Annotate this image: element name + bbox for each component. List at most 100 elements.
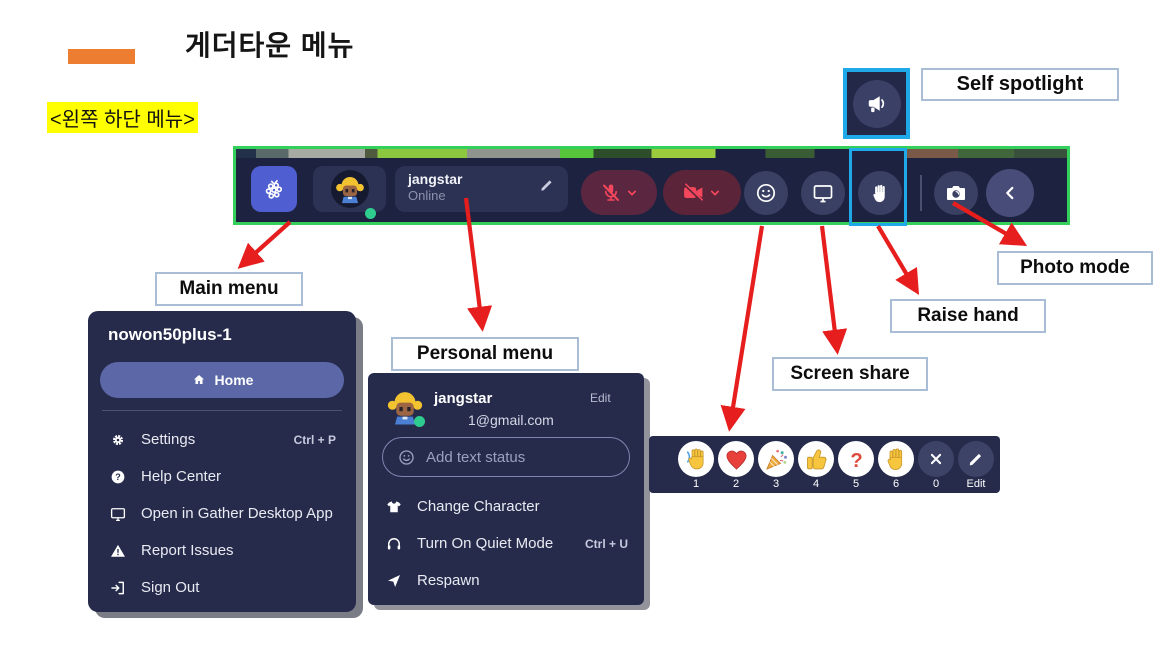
- emote-button[interactable]: [744, 171, 788, 215]
- mic-off-icon: [599, 181, 623, 205]
- chevron-down-icon[interactable]: [624, 185, 640, 201]
- menu-item-change-character[interactable]: Change Character: [384, 488, 628, 525]
- shirt-icon: [384, 498, 404, 516]
- menu-item-label: Respawn: [417, 572, 480, 589]
- emote-slot-heart[interactable]: 2: [717, 436, 755, 493]
- online-status-dot: [414, 416, 425, 427]
- gather-bottom-toolbar: jangstar Online: [233, 146, 1070, 226]
- gear-icon: [108, 431, 128, 449]
- menu-divider: [102, 410, 342, 411]
- svg-text:?: ?: [850, 449, 862, 471]
- personal-email: 1@gmail.com: [468, 412, 554, 428]
- menu-item-label: Help Center: [141, 468, 222, 485]
- menu-item-report-issues[interactable]: Report Issues: [108, 532, 336, 569]
- collapse-toolbar-button[interactable]: [986, 169, 1034, 217]
- paper-plane-icon: [384, 572, 404, 590]
- menu-item-shortcut: Ctrl + P: [293, 432, 336, 447]
- label-screen-share: Screen share: [772, 357, 928, 391]
- status-placeholder: Add text status: [426, 448, 526, 466]
- heart-emoji: [718, 441, 754, 477]
- title-accent-bar: [68, 49, 135, 64]
- mic-muted-button[interactable]: [581, 170, 657, 215]
- avatar: [384, 386, 426, 428]
- emote-slot-party[interactable]: 3: [757, 436, 795, 493]
- section-tag: <왼쪽 하단 메뉴>: [47, 102, 198, 133]
- smiley-icon: [397, 448, 416, 467]
- home-icon: [191, 372, 207, 388]
- smiley-icon: [754, 181, 778, 205]
- personal-menu-panel: jangstar Edit 1@gmail.com Add text statu…: [368, 373, 644, 605]
- emote-slot-clear[interactable]: 0: [917, 436, 955, 493]
- online-status-dot: [365, 208, 376, 219]
- menu-item-settings[interactable]: Settings Ctrl + P: [108, 421, 336, 458]
- sign-out-icon: [108, 579, 128, 597]
- svg-text:?: ?: [115, 472, 121, 482]
- emote-slot-wave[interactable]: 1: [677, 436, 715, 493]
- avatar: [331, 170, 369, 208]
- help-icon: ?: [108, 468, 128, 486]
- party-popper-emoji: [758, 441, 794, 477]
- label-photo-mode: Photo mode: [997, 251, 1153, 285]
- megaphone-icon: [864, 91, 890, 117]
- avatar-module[interactable]: [313, 166, 386, 219]
- menu-item-quiet-mode[interactable]: Turn On Quiet Mode Ctrl + U: [384, 525, 628, 562]
- raise-hand-highlight-box: [849, 148, 907, 226]
- photo-mode-icon: [944, 181, 968, 205]
- edit-pencil-icon[interactable]: [538, 176, 556, 194]
- main-menu-panel: nowon50plus-1 Home Settings Ctrl + P ? H…: [88, 311, 356, 612]
- menu-item-help-center[interactable]: ? Help Center: [108, 458, 336, 495]
- menu-item-label: Report Issues: [141, 542, 234, 559]
- emote-slot-edit[interactable]: Edit: [957, 436, 995, 493]
- raise-hand-button[interactable]: [858, 171, 902, 215]
- toolbar-divider: [920, 175, 922, 211]
- menu-item-open-desktop-app[interactable]: Open in Gather Desktop App: [108, 495, 336, 532]
- label-raise-hand: Raise hand: [890, 299, 1046, 333]
- thumbs-up-emoji: [798, 441, 834, 477]
- self-spotlight-button[interactable]: [843, 68, 910, 139]
- menu-item-label: Turn On Quiet Mode: [417, 535, 554, 552]
- text-status-input[interactable]: Add text status: [382, 437, 630, 477]
- gather-logo-icon: [261, 176, 287, 202]
- menu-item-shortcut: Ctrl + U: [584, 536, 628, 551]
- emote-key: 4: [812, 478, 820, 490]
- personal-menu-items: Change Character Turn On Quiet Mode Ctrl…: [368, 488, 644, 599]
- photo-mode-button[interactable]: [934, 171, 978, 215]
- label-main-menu: Main menu: [155, 272, 303, 306]
- home-button[interactable]: Home: [100, 362, 344, 398]
- menu-item-respawn[interactable]: Respawn: [384, 562, 628, 599]
- edit-link[interactable]: Edit: [590, 391, 611, 405]
- emote-key: Edit: [966, 478, 986, 490]
- menu-item-label: Sign Out: [141, 579, 200, 596]
- user-status: Online: [408, 188, 446, 203]
- main-menu-button[interactable]: [251, 166, 297, 212]
- main-menu-items: Settings Ctrl + P ? Help Center Open in …: [88, 421, 356, 606]
- user-nameplate[interactable]: jangstar Online: [395, 166, 568, 212]
- pencil-icon: [958, 441, 994, 477]
- screen-share-icon: [811, 181, 835, 205]
- screen-share-button[interactable]: [801, 171, 845, 215]
- home-label: Home: [214, 372, 254, 388]
- page-title: 게더타운 메뉴: [185, 30, 355, 61]
- question-mark-emoji: ?: [838, 441, 874, 477]
- menu-item-label: Open in Gather Desktop App: [141, 505, 333, 522]
- monitor-icon: [108, 505, 128, 523]
- emote-key: 2: [732, 478, 740, 490]
- camera-muted-button[interactable]: [663, 170, 741, 215]
- personal-name: jangstar: [434, 390, 493, 407]
- label-self-spotlight: Self spotlight: [921, 68, 1119, 101]
- raised-hand-emoji: [878, 441, 914, 477]
- space-name: nowon50plus-1: [108, 325, 232, 344]
- warning-icon: [108, 542, 128, 560]
- label-personal-menu: Personal menu: [391, 337, 579, 371]
- chevron-down-icon[interactable]: [707, 185, 723, 201]
- menu-item-sign-out[interactable]: Sign Out: [108, 569, 336, 606]
- emote-key: 6: [892, 478, 900, 490]
- close-icon: [918, 441, 954, 477]
- user-name: jangstar: [408, 171, 463, 187]
- menu-item-label: Change Character: [417, 498, 540, 515]
- emote-slot-raised-hand[interactable]: 6: [877, 436, 915, 493]
- emote-key: 1: [692, 478, 700, 490]
- emote-slot-question[interactable]: ? 5: [837, 436, 875, 493]
- emote-slot-thumbs-up[interactable]: 4: [797, 436, 835, 493]
